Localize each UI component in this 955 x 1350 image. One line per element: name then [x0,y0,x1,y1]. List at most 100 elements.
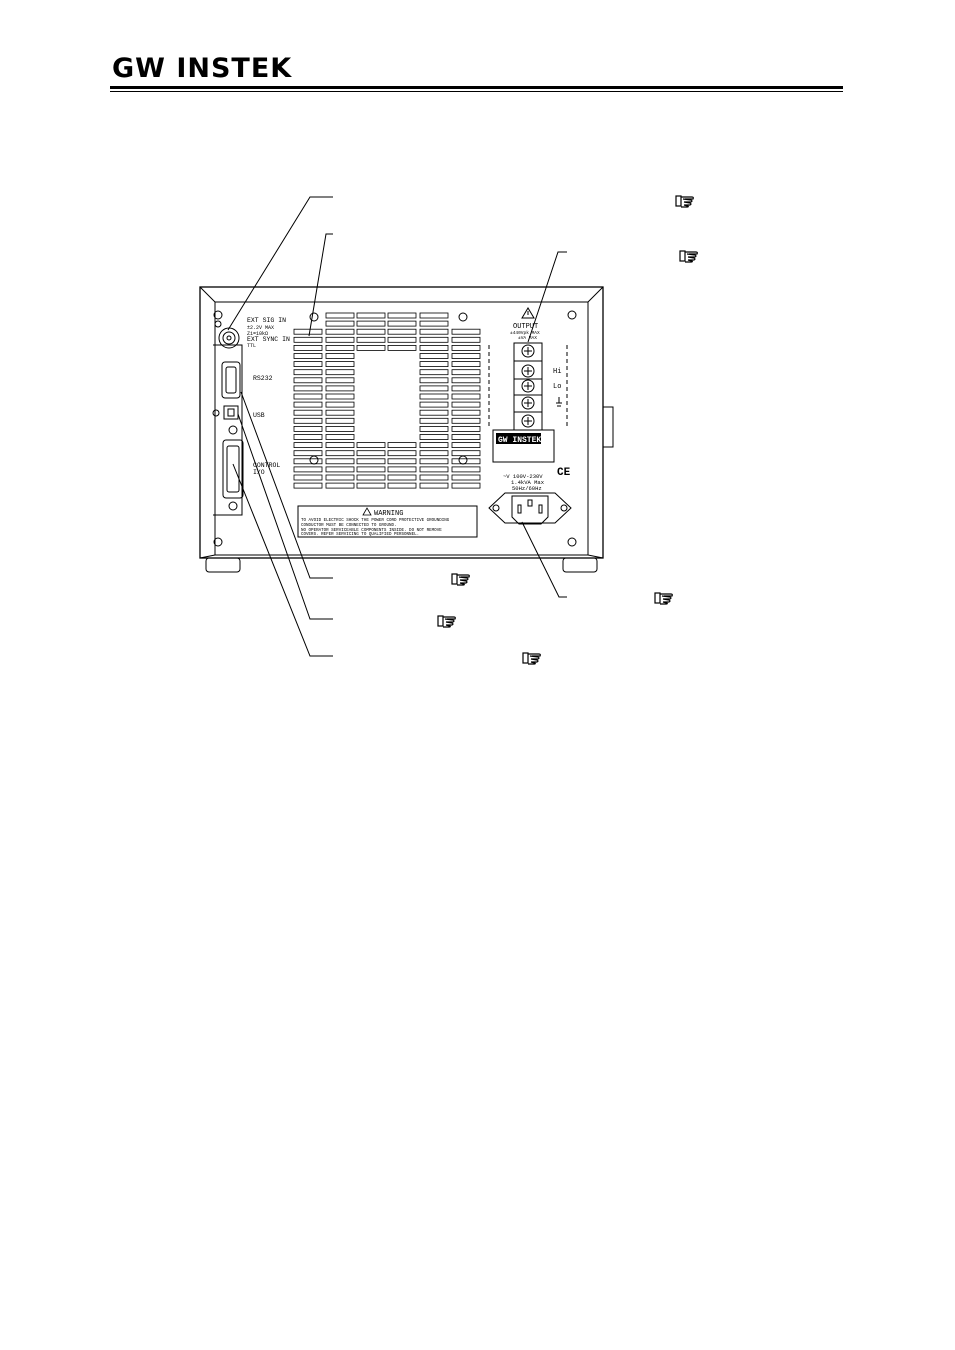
vent-slot [419,353,449,359]
vent-slot [356,312,386,319]
vent-slot [387,482,417,489]
power-rating-va: 1.4kVA Max [511,479,545,486]
vent-slot [419,474,449,481]
ext-sig-in-bnc [218,327,240,349]
vent-slot [293,377,323,384]
pointing-hand-icon [522,652,541,665]
vent-slot [325,401,355,408]
vent-slot [451,466,481,473]
vent-slot [387,450,417,457]
vent-slot [419,409,449,416]
vent-slot [451,393,481,400]
vent-slot [293,385,323,392]
pointing-hand-icon [679,250,698,263]
pointing-hand-icon [675,195,694,208]
vent-slot [325,361,355,368]
vent-slot [325,369,355,376]
vent-slot [451,344,481,351]
warning-line1: TO AVOID ELECTRIC SHOCK THE POWER CORD P… [301,519,450,523]
power-rating-freq: 50Hz/60Hz [512,485,542,492]
ext-sig-spec2: Zi=10kΩ [247,331,268,337]
output-label: OUTPUT [513,323,538,331]
vent-slot [325,450,355,457]
vent-slot [356,466,386,473]
vent-slot [419,442,449,449]
rs232-label: RS232 [253,375,273,382]
vent-slot [451,336,481,343]
vent-slot [325,320,355,327]
vent-slot [325,377,355,384]
vent-slot [356,336,386,343]
vent-slot [325,409,355,416]
connector-column [212,320,244,516]
usb-label: USB [253,412,265,419]
svg-text:GW INSTEK: GW INSTEK [498,436,541,445]
vent-slot [293,450,323,457]
vent-slot [325,417,355,424]
header-rule-thin [110,91,843,92]
vent-slot [419,320,449,327]
vent-slot [451,369,481,376]
vent-slot [419,344,449,351]
vent-slot [419,377,449,384]
vent-slot [387,336,417,343]
vent-slot [293,328,323,335]
vent-slot [293,466,323,473]
vent-slot [451,450,481,457]
vent-slot [419,417,449,424]
vent-slot [356,442,386,449]
output-terminal-block [488,307,568,431]
vent-slot [293,369,323,376]
vent-slot [387,474,417,481]
ttl-label: TTL [247,343,256,349]
vent-slot [325,442,355,449]
vent-slot [451,425,481,432]
vent-slot [356,320,386,327]
gw-instek-logo: GW INSTEK [112,53,293,84]
vent-slot [356,450,386,457]
brand-plate: GW INSTEK [492,429,555,463]
vent-slot [325,344,355,351]
vent-slot [451,361,481,368]
vent-slot [325,393,355,400]
vent-slot [293,353,323,359]
vent-slot [419,369,449,376]
ext-sync-in-label: EXT SYNC IN [247,336,290,343]
vent-slot [419,425,449,432]
vent-slot [451,401,481,408]
vent-slot [293,442,323,449]
vent-slot [451,385,481,392]
control-io-port [222,439,244,499]
pointing-hand-icon [437,615,456,628]
vent-slot [451,442,481,449]
control-io-label: I/O [253,469,265,476]
vent-slot [325,385,355,392]
vent-slot [293,361,323,368]
vent-slot [356,482,386,489]
ventilation-grille [293,312,481,489]
warning-line3: NO OPERATOR SERVICEABLE COMPONENTS INSID… [301,529,442,533]
ext-sig-in-label: EXT SIG IN [247,317,286,324]
vent-slot [387,344,417,351]
vent-slot [419,434,449,440]
header-rule [110,86,843,89]
vent-slot [419,482,449,489]
lo-terminal-label: Lo [553,383,561,391]
vent-slot [325,458,355,465]
warning-label: WARNING TO AVOID ELECTRIC SHOCK THE POWE… [297,505,478,538]
output-spec1: ±440Vpk MAX [510,330,540,336]
vent-slot [293,336,323,343]
ac-power-inlet [488,492,572,525]
vent-slot [356,328,386,335]
vent-slot [419,385,449,392]
vent-slot [293,417,323,424]
vent-slot [419,336,449,343]
vent-slot [293,425,323,432]
vent-slot [293,344,323,351]
output-spec2: ±VA MAX [518,335,537,341]
vent-slot [293,458,323,465]
warning-line4: COVERS. REFER SERVICING TO QUALIFIED PER… [301,533,419,537]
vent-slot [356,344,386,351]
vent-slot [293,393,323,400]
